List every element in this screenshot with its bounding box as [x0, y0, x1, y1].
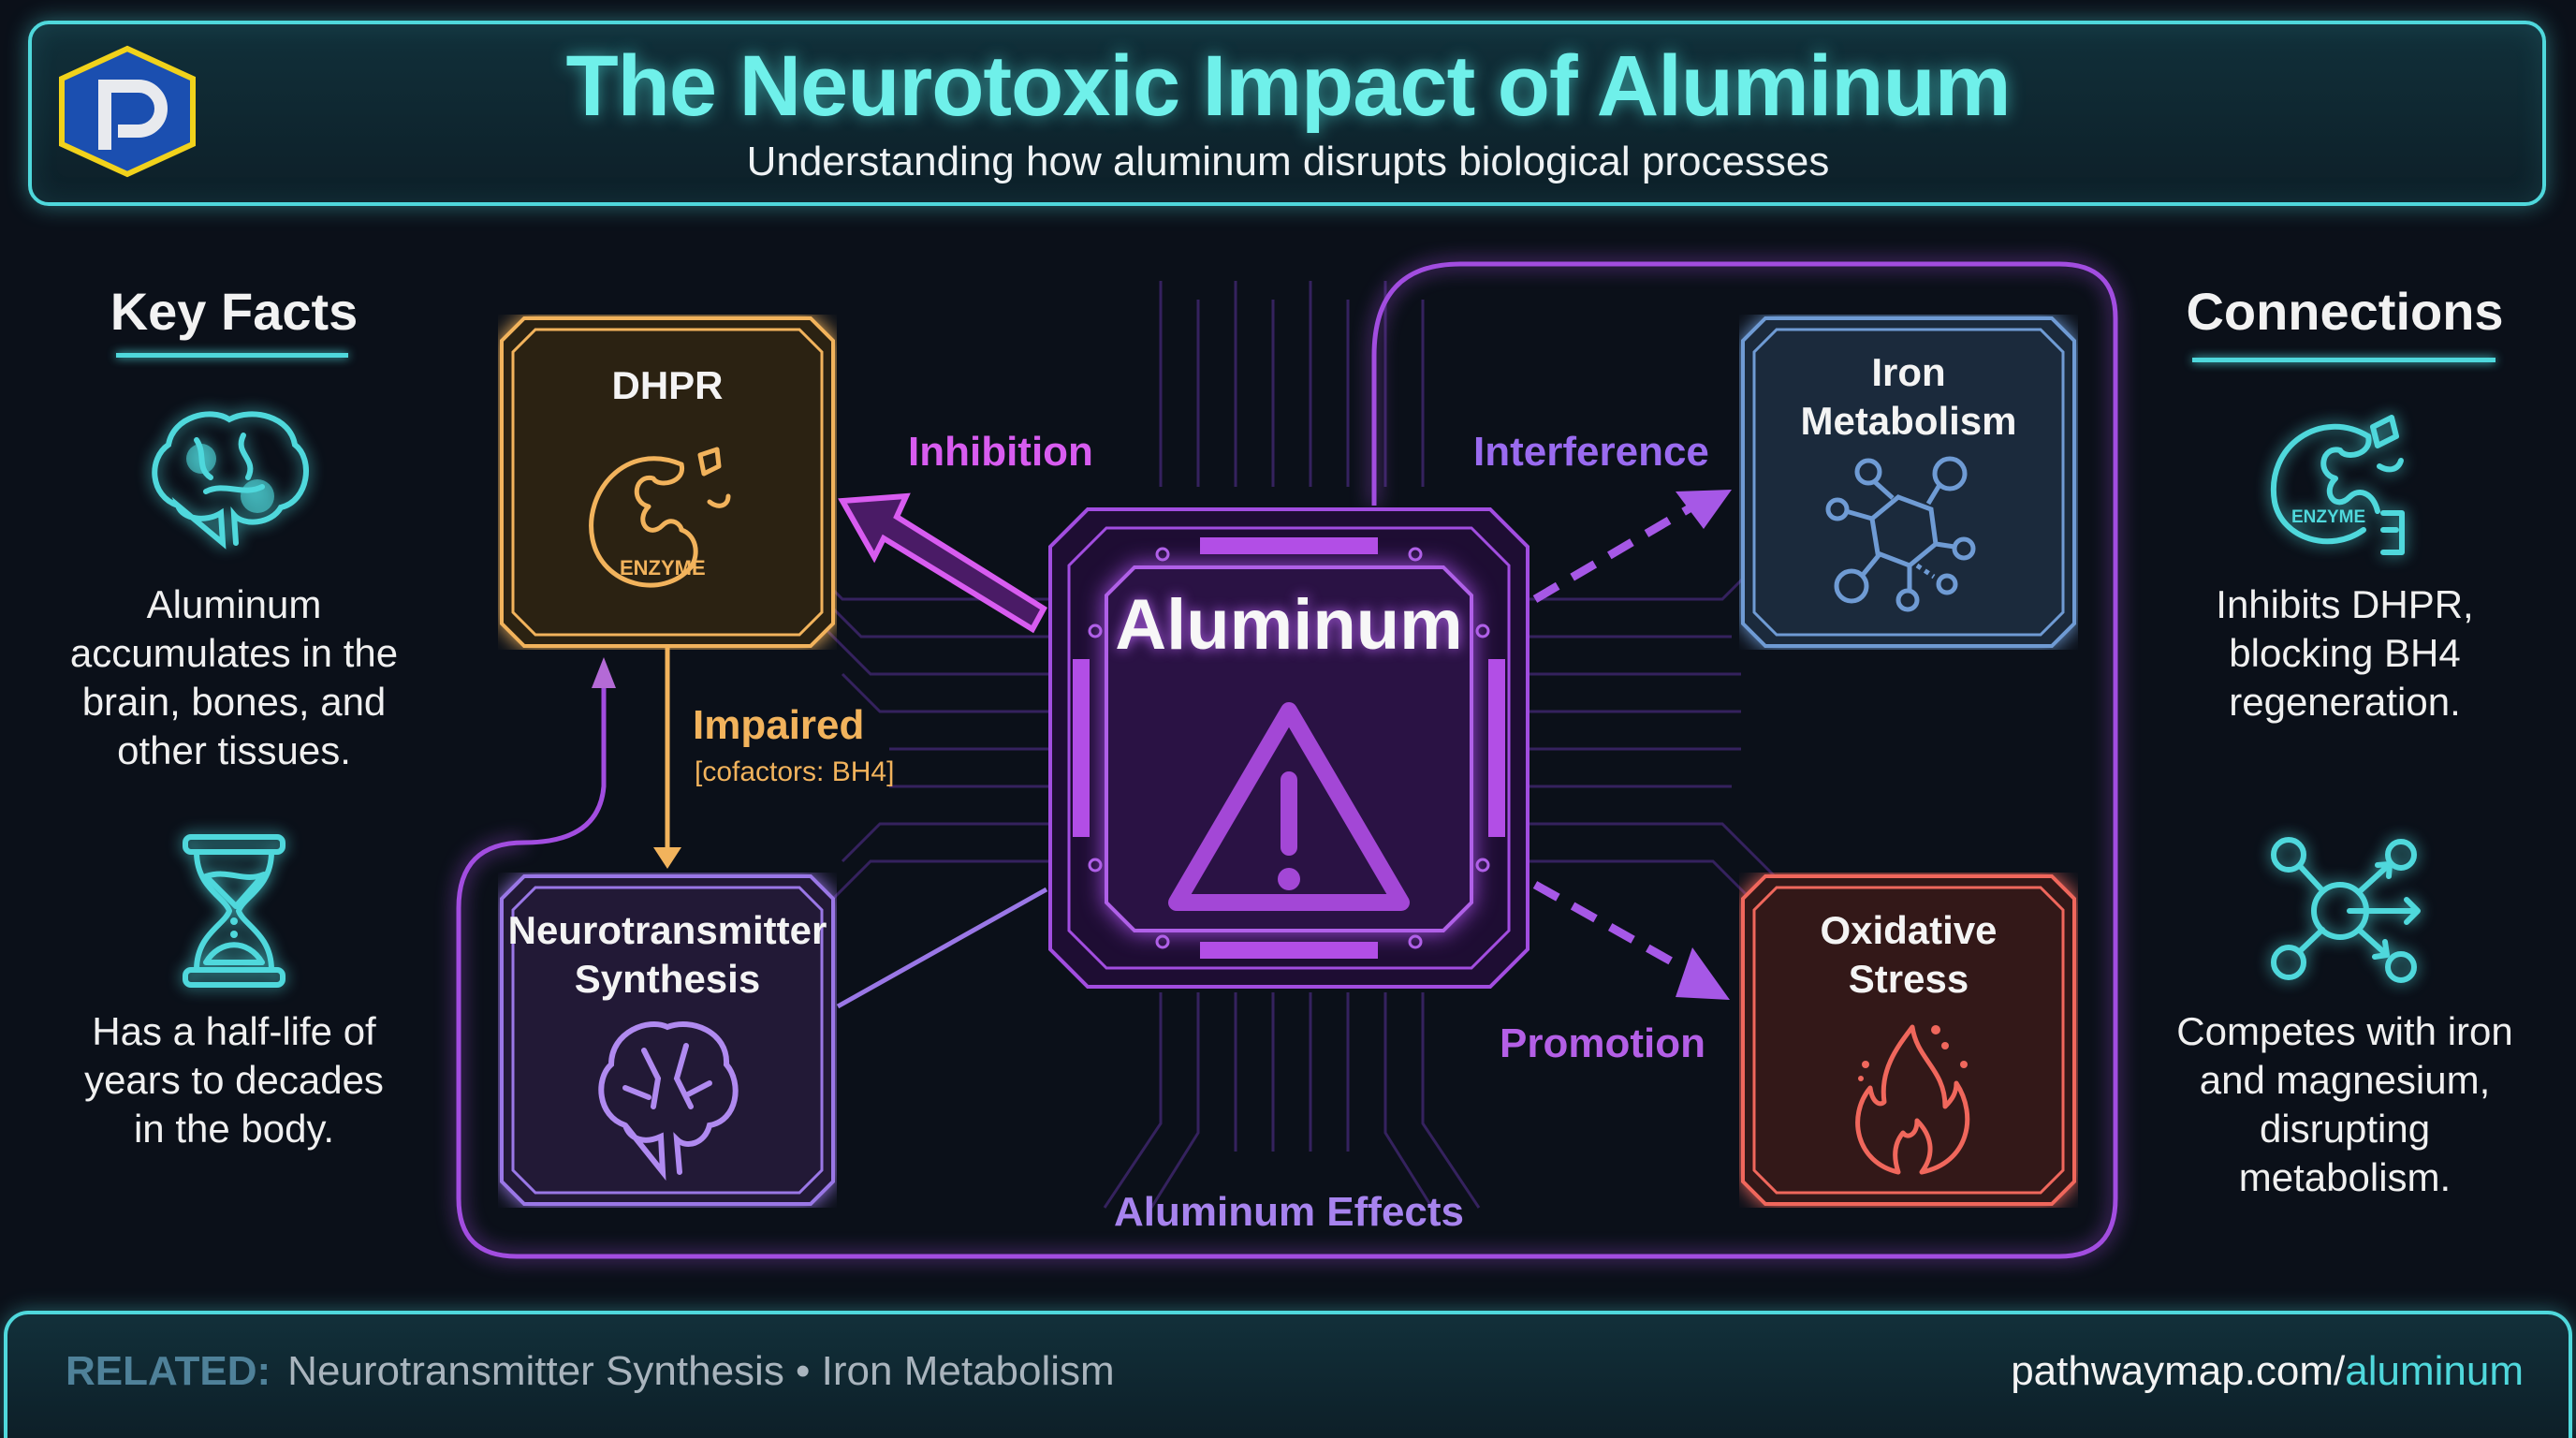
text-line: metabolism. [2238, 1155, 2452, 1199]
brain-icon [598, 1020, 739, 1181]
node-frame [1741, 316, 2076, 648]
site-url[interactable]: pathwaymap.com/aluminum [2011, 1348, 2524, 1395]
edge-label-interference: Interference [1473, 429, 1709, 475]
aluminum-chip[interactable] [1041, 500, 1537, 996]
text-line: Inhibits DHPR, [2216, 582, 2474, 626]
molecule-icon [1825, 456, 1976, 612]
text-line: years to decades [84, 1058, 384, 1102]
logo[interactable] [52, 45, 202, 178]
connections-heading: Connections [2186, 282, 2504, 341]
edge-label-impaired: Impaired [693, 702, 865, 748]
related-items[interactable]: Neurotransmitter Synthesis • Iron Metabo… [287, 1348, 1115, 1394]
logo-icon [59, 45, 196, 178]
key-facts-underline [116, 353, 348, 358]
enzyme-icon-label: ENZYME [2291, 507, 2365, 527]
node-dhpr-title: DHPR [611, 363, 724, 407]
node-dhpr[interactable]: DHPR ENZYME [498, 315, 837, 650]
enzyme-icon: ENZYME [2270, 415, 2405, 555]
text-line: Synthesis [574, 957, 761, 1001]
node-frame [1741, 874, 2076, 1206]
flame-icon [1855, 1024, 1970, 1175]
text-line: Aluminum [146, 582, 322, 626]
key-fact-1-text: Aluminum accumulates in the brain, bones… [37, 580, 431, 775]
related-links: RELATED: Neurotransmitter Synthesis • Iro… [66, 1348, 1115, 1395]
footer-bar [4, 1311, 2572, 1438]
text-line: disrupting [2259, 1107, 2431, 1151]
edge-label-promotion: Promotion [1500, 1020, 1705, 1066]
text-line: Has a half-life of [92, 1009, 376, 1053]
text-line: other tissues. [117, 728, 351, 772]
text-line: Iron [1871, 350, 1946, 394]
warning-icon [1168, 702, 1410, 911]
node-iron-title: Iron Metabolism [1739, 348, 2078, 446]
page-title: The Neurotoxic Impact of Aluminum [565, 38, 2011, 134]
connection-2-text: Competes with iron and magnesium, disrup… [2144, 1007, 2546, 1202]
text-line: Oxidative [1820, 908, 1998, 952]
node-iron-metabolism[interactable]: Iron Metabolism [1739, 315, 2078, 650]
text-line: Stress [1848, 957, 1969, 1001]
text-line: Competes with iron [2176, 1009, 2513, 1053]
enzyme-icon-label: ENZYME [620, 556, 706, 580]
container-label-aluminum-effects: Aluminum Effects [1113, 1189, 1465, 1235]
hourglass-icon [183, 834, 285, 988]
text-line: and magnesium, [2199, 1058, 2491, 1102]
network-arrows-icon [2271, 837, 2421, 983]
url-base: pathwaymap.com/ [2011, 1348, 2346, 1394]
key-fact-2-text: Has a half-life of years to decades in t… [37, 1007, 431, 1153]
connection-1-text: Inhibits DHPR, blocking BH4 regeneration… [2144, 580, 2546, 726]
edge-label-inhibition: Inhibition [908, 429, 1093, 475]
text-line: in the body. [133, 1107, 335, 1151]
edge-sublabel-cofactors: [cofactors: BH4] [695, 756, 895, 787]
node-neuro-title: Neurotransmitter Synthesis [498, 906, 837, 1004]
header-banner [28, 21, 2546, 206]
text-line: Metabolism [1800, 399, 2017, 443]
text-line: blocking BH4 [2229, 631, 2461, 675]
key-facts-heading: Key Facts [110, 282, 359, 341]
node-oxidative-stress[interactable]: Oxidative Stress [1739, 873, 2078, 1208]
text-line: brain, bones, and [81, 680, 387, 724]
page-subtitle: Understanding how aluminum disrupts biol… [746, 139, 1830, 184]
text-line: Neurotransmitter [507, 908, 827, 952]
text-line: accumulates in the [69, 631, 399, 675]
connections-underline [2192, 358, 2496, 362]
text-line: regeneration. [2229, 680, 2461, 724]
node-oxidative-title: Oxidative Stress [1739, 906, 2078, 1004]
brain-icon [152, 411, 309, 550]
center-node-title: Aluminum [1115, 585, 1463, 665]
enzyme-icon: ENZYME [589, 447, 731, 588]
related-key: RELATED: [66, 1348, 271, 1394]
node-neurotransmitter-synthesis[interactable]: Neurotransmitter Synthesis [498, 873, 837, 1208]
node-frame [500, 874, 835, 1206]
url-path: aluminum [2345, 1348, 2524, 1394]
